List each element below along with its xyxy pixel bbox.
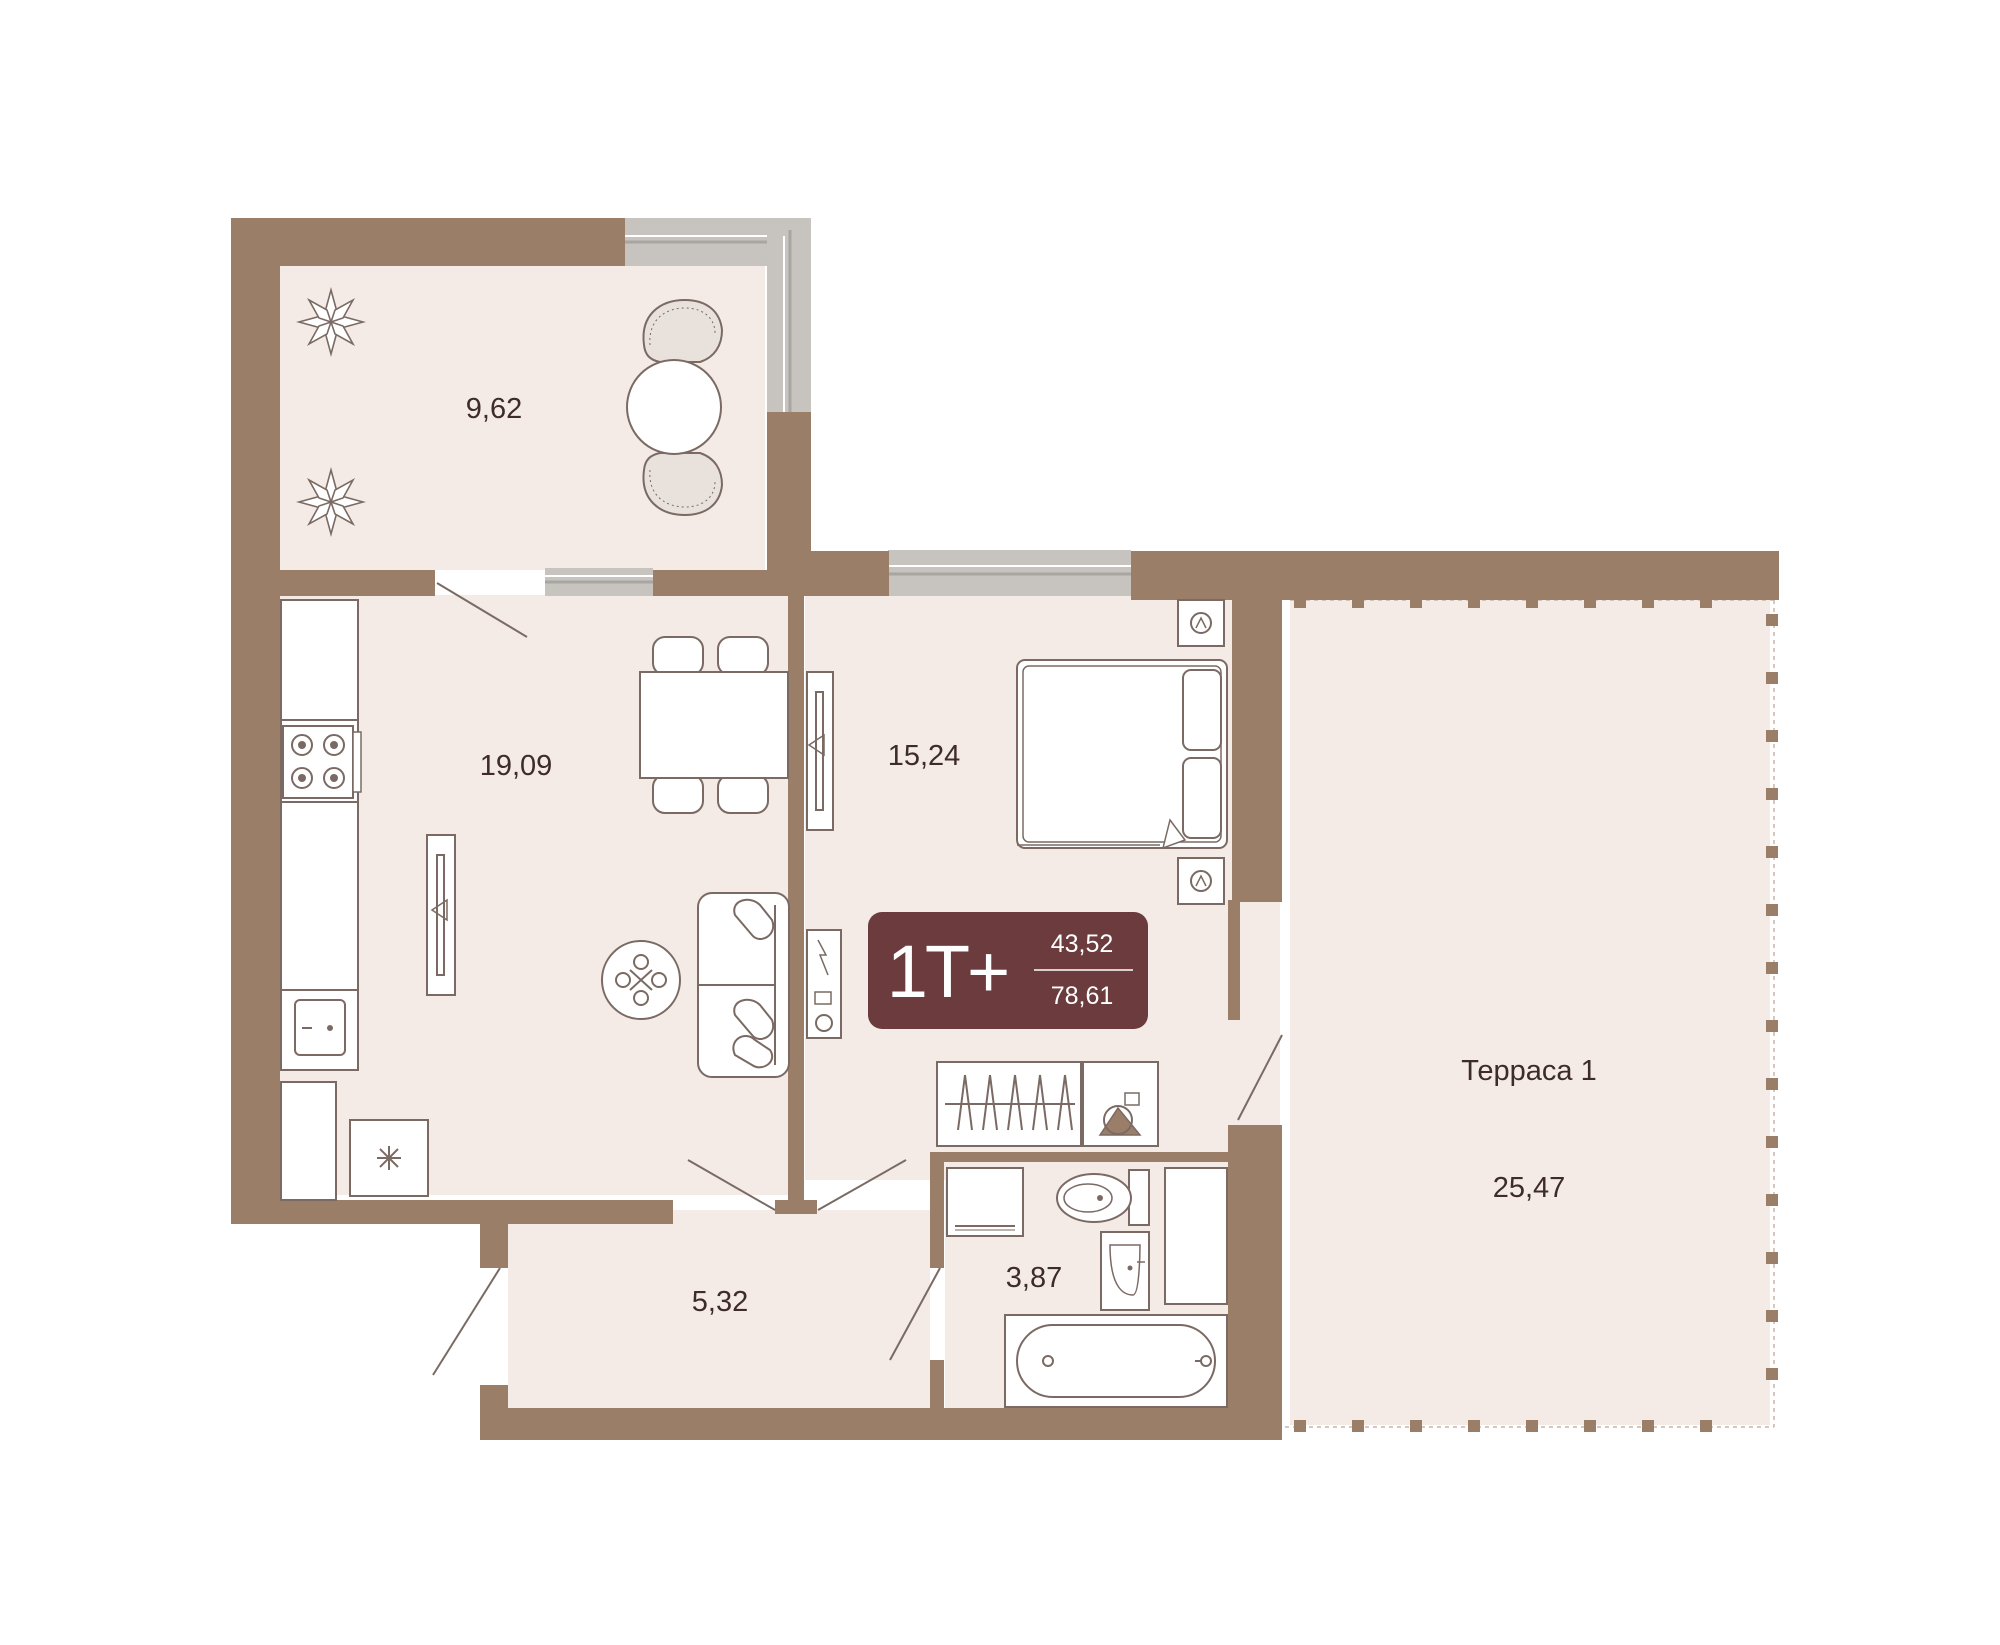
door-swing-icon bbox=[687, 1159, 776, 1211]
terrace-floor bbox=[1290, 600, 1770, 1425]
terrace-post-icon bbox=[1766, 788, 1778, 800]
terrace-post-icon bbox=[1766, 614, 1778, 626]
terrace-post-icon bbox=[1584, 1420, 1596, 1432]
kitchen-counter bbox=[280, 599, 359, 1071]
wall bbox=[930, 1152, 1228, 1162]
chair-icon bbox=[652, 636, 769, 814]
terrace-post-icon bbox=[1766, 730, 1778, 742]
washbasin-icon bbox=[1100, 1231, 1150, 1311]
bathroom-cabinet bbox=[1164, 1167, 1228, 1305]
wall bbox=[1228, 900, 1240, 1020]
terrace-post-icon bbox=[1766, 1020, 1778, 1032]
terrace-name-label: Терраса 1 bbox=[1461, 1055, 1596, 1087]
wardrobe-icon bbox=[936, 1061, 1082, 1147]
door-swing-icon bbox=[817, 1159, 907, 1211]
terrace-post-icon bbox=[1766, 846, 1778, 858]
terrace-post-icon bbox=[1766, 1310, 1778, 1322]
nightstand-icon bbox=[1177, 599, 1225, 647]
terrace-area-label: 25,47 bbox=[1493, 1172, 1566, 1204]
terrace-post-icon bbox=[1642, 1420, 1654, 1432]
wall bbox=[231, 218, 280, 1224]
wall bbox=[1131, 551, 1779, 600]
terrace-post-icon bbox=[1766, 672, 1778, 684]
round-table-icon bbox=[626, 359, 722, 455]
kitchen-living-area-label: 19,09 bbox=[480, 750, 553, 782]
balcony-area-label: 9,62 bbox=[466, 393, 522, 425]
plant-icon bbox=[295, 466, 367, 538]
wall bbox=[653, 570, 788, 596]
door-swing-icon bbox=[889, 1267, 941, 1361]
wall bbox=[280, 570, 435, 596]
door-swing-icon bbox=[436, 582, 528, 638]
wall bbox=[767, 412, 811, 596]
wall bbox=[231, 218, 625, 266]
door-swing-icon bbox=[1237, 1034, 1283, 1121]
terrace-post-icon bbox=[1766, 1136, 1778, 1148]
stove-icon bbox=[282, 725, 362, 799]
apartment-badge: 1Т+ 43,52 78,61 bbox=[868, 912, 1148, 1029]
workstation bbox=[806, 929, 842, 1039]
kitchen-window bbox=[545, 568, 653, 596]
balcony-furniture bbox=[295, 286, 724, 538]
hall-floor bbox=[508, 1210, 930, 1410]
wall bbox=[788, 596, 804, 1214]
room-labels: 9,62 19,09 15,24 5,32 3,87 Терраса 1 25,… bbox=[466, 393, 1597, 1318]
dining-table-icon bbox=[639, 636, 789, 814]
chair-icon bbox=[642, 452, 724, 517]
apartment-type-label: 1Т+ bbox=[887, 930, 1008, 1013]
bedroom-window bbox=[888, 550, 1131, 596]
hall-area-label: 5,32 bbox=[692, 1286, 748, 1318]
terrace-post-icon bbox=[1766, 1078, 1778, 1090]
badge-background bbox=[868, 912, 1148, 1029]
terrace-post-icon bbox=[1294, 1420, 1306, 1432]
balcony-window-side bbox=[767, 218, 811, 412]
bathroom-fixtures bbox=[946, 1167, 1228, 1408]
bedroom-area-label: 15,24 bbox=[888, 740, 961, 772]
washing-machine-icon bbox=[1082, 1061, 1159, 1147]
tv-icon bbox=[426, 834, 456, 996]
terrace-post-icon bbox=[1526, 1420, 1538, 1432]
wardrobe-unit bbox=[280, 1081, 337, 1201]
terrace-post-icon bbox=[1766, 1194, 1778, 1206]
bed-icon bbox=[1016, 659, 1228, 850]
wall bbox=[1232, 596, 1282, 902]
coffee-table-icon bbox=[601, 940, 681, 1020]
plant-icon bbox=[295, 286, 367, 358]
fridge-icon bbox=[349, 1119, 429, 1197]
toilet-icon bbox=[1056, 1169, 1150, 1226]
tv-icon bbox=[806, 671, 834, 831]
wall bbox=[930, 1160, 944, 1268]
wall bbox=[930, 1360, 944, 1410]
windows bbox=[545, 218, 1131, 596]
bathtub-icon bbox=[1004, 1314, 1228, 1408]
wall bbox=[231, 1200, 673, 1224]
chair-icon bbox=[642, 298, 724, 363]
terrace-post-icon bbox=[1766, 962, 1778, 974]
wall bbox=[480, 1408, 1282, 1440]
wall bbox=[1228, 1125, 1282, 1431]
walls bbox=[231, 218, 1779, 1440]
terrace-post-icon bbox=[1352, 1420, 1364, 1432]
terrace-post-icon bbox=[1766, 1368, 1778, 1380]
wall bbox=[811, 551, 889, 596]
door-swings bbox=[432, 582, 1283, 1376]
total-area-label: 78,61 bbox=[1051, 982, 1114, 1010]
bedroom-furniture bbox=[806, 599, 1228, 1147]
bathroom-area-label: 3,87 bbox=[1006, 1262, 1062, 1294]
terrace-post-icon bbox=[1766, 904, 1778, 916]
nightstand-icon bbox=[1177, 857, 1225, 905]
living-area-label: 43,52 bbox=[1051, 930, 1114, 958]
kitchen-furniture bbox=[280, 599, 790, 1201]
terrace-post-icon bbox=[1410, 1420, 1422, 1432]
wall bbox=[480, 1200, 508, 1268]
sink-icon bbox=[294, 999, 346, 1056]
wall bbox=[775, 1200, 817, 1214]
washing-machine-icon bbox=[946, 1167, 1024, 1237]
sofa-icon bbox=[697, 892, 790, 1078]
terrace-post-icon bbox=[1468, 1420, 1480, 1432]
terrace-post-icon bbox=[1766, 1252, 1778, 1264]
door-swing-icon bbox=[432, 1267, 501, 1376]
terrace-post-icon bbox=[1700, 1420, 1712, 1432]
